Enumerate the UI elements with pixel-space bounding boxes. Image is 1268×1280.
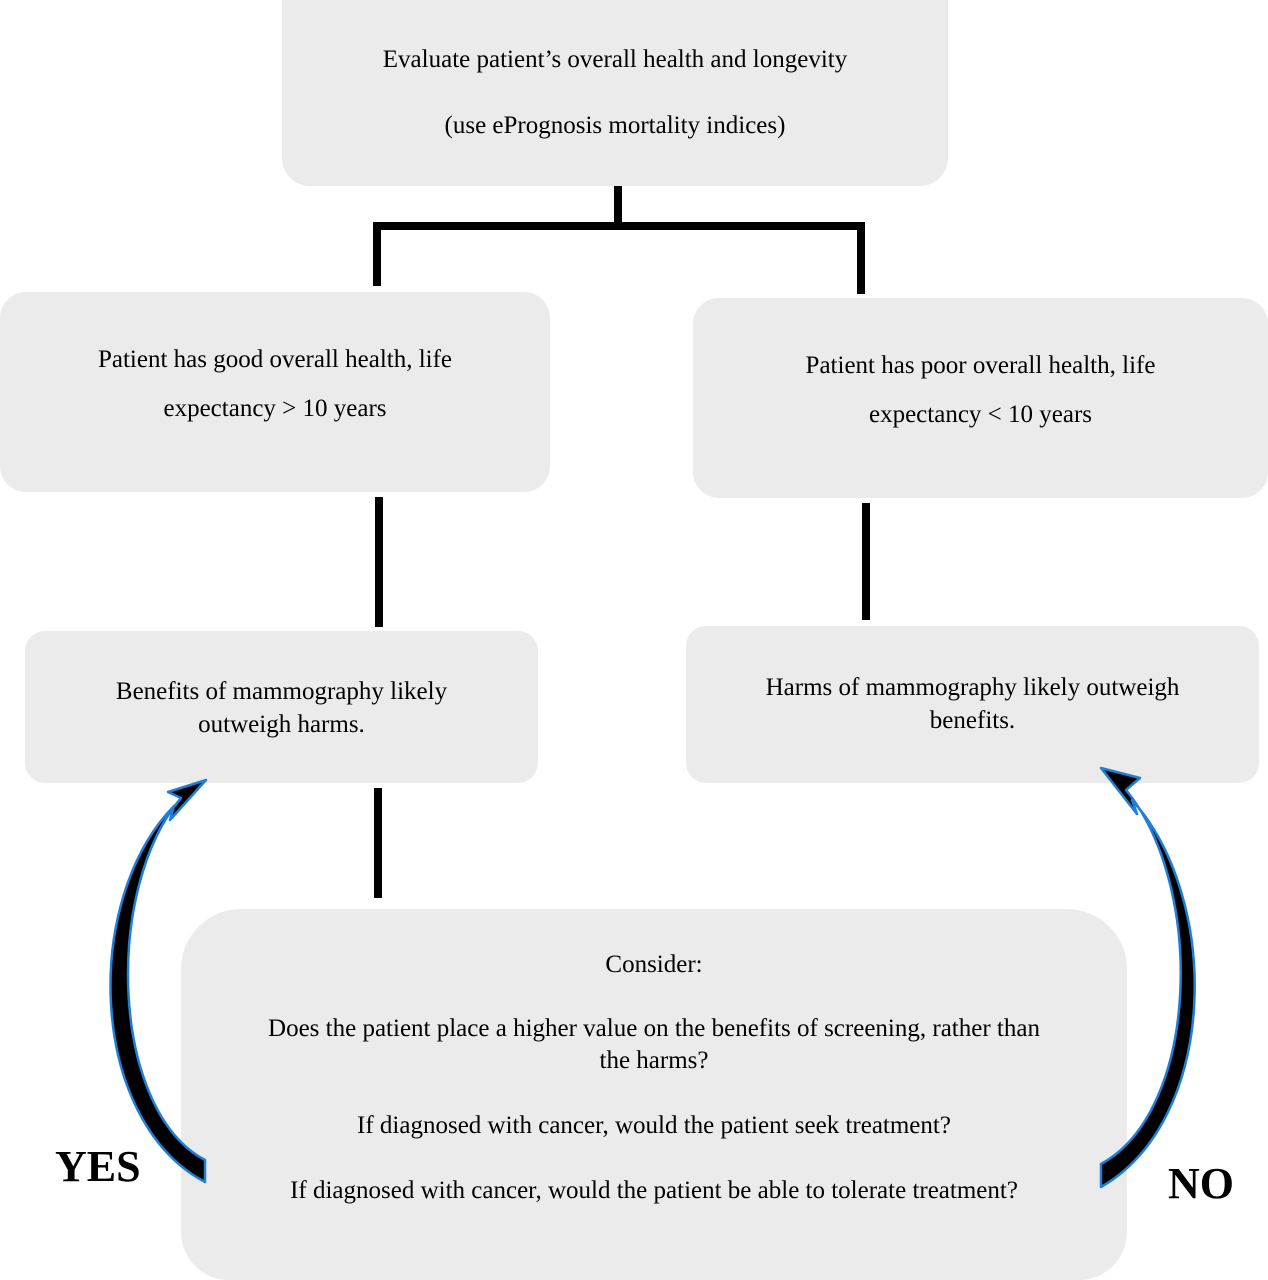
evaluate-health-box: Evaluate patient’s overall health and lo… [282,0,948,186]
consider-box: Consider: Does the patient place a highe… [181,909,1127,1280]
connector-to-consider [374,788,382,898]
good-health-text-line1: Patient has good overall health, life [97,346,453,373]
consider-heading: Consider: [605,951,703,978]
good-health-box: Patient has good overall health, life ex… [0,292,550,492]
harms-outweigh-box: Harms of mammography likely outweigh ben… [686,626,1259,783]
connector-left-to-benefits [375,497,383,627]
connector-right-to-harms [862,503,870,620]
benefits-outweigh-line1: Benefits of mammography likely [115,678,448,705]
poor-health-text-line1: Patient has poor overall health, life [805,352,1156,379]
evaluate-health-text: Evaluate patient’s overall health and lo… [382,46,848,73]
benefits-outweigh-line2: outweigh harms. [198,711,365,738]
consider-question-tolerate-treatment: If diagnosed with cancer, would the pati… [290,1177,1018,1204]
benefits-outweigh-box: Benefits of mammography likely outweigh … [25,631,538,783]
harms-outweigh-line1: Harms of mammography likely outweigh [765,674,1180,701]
no-label: NO [1168,1159,1234,1208]
consider-question-values-line2: the harms? [599,1047,709,1074]
poor-health-text-line2: expectancy < 10 years [868,401,1093,428]
consider-question-values-line1: Does the patient place a higher value on… [268,1015,1040,1042]
poor-health-box: Patient has poor overall health, life ex… [693,298,1268,498]
yes-arrow [109,778,208,1184]
no-arrow [1099,766,1196,1189]
eprognosis-note: (use ePrognosis mortality indices) [444,112,786,139]
connector-top-stem [614,186,622,226]
harms-outweigh-line2: benefits. [929,707,1016,734]
yes-label: YES [55,1142,141,1191]
good-health-text-line2: expectancy > 10 years [163,395,387,422]
consider-question-seek-treatment: If diagnosed with cancer, would the pati… [357,1112,951,1139]
connector-horizontal-split [373,222,865,230]
connector-to-right-branch [857,222,865,294]
connector-to-left-branch [373,222,381,286]
